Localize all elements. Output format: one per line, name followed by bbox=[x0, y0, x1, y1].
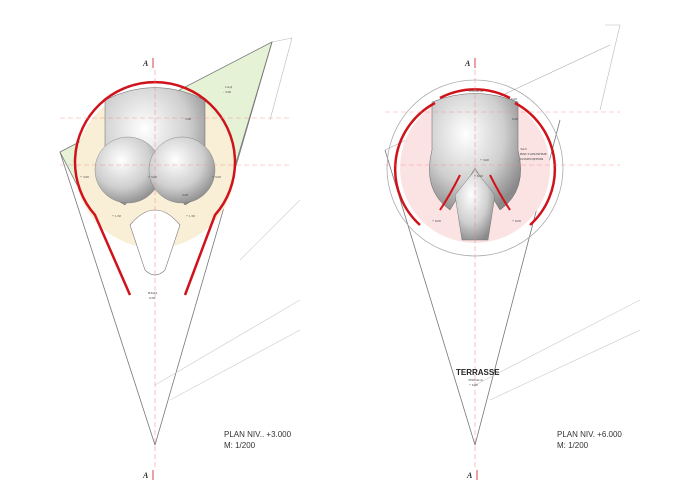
level-label: + 3.00 bbox=[212, 175, 221, 179]
terrace-sub-label: ТЕРРАСА bbox=[468, 378, 483, 382]
section-marker-bottom-left: A bbox=[142, 471, 149, 480]
level-label: + 1.50 bbox=[186, 214, 195, 218]
zone-label: ПОМЕЩЕНИЯ bbox=[520, 157, 544, 161]
entrance-label: ВХОД bbox=[148, 291, 158, 295]
section-marker-bottom-right: A bbox=[466, 471, 473, 480]
plan-scale-left: M: 1/200 bbox=[224, 441, 256, 450]
level-label: + 6.00 bbox=[508, 97, 517, 101]
left-plan: A A САД - 3.00 3.00 + 3.00 + 3.00 + 3.00… bbox=[59, 37, 301, 480]
level-label: + 6.00 bbox=[432, 219, 441, 223]
level-label: + 6.00 bbox=[474, 174, 483, 178]
level-label: + 3.00 bbox=[480, 158, 489, 162]
level-label: 3.00 bbox=[182, 193, 188, 197]
section-marker-top-right: A bbox=[464, 59, 471, 68]
level-label: + 3.00 bbox=[148, 175, 157, 179]
level-label: + 6.00 bbox=[512, 219, 521, 223]
garden-level: - 3.00 bbox=[223, 90, 231, 94]
plan-title-left: PLAN NIV.. +3.000 bbox=[224, 430, 292, 439]
terrace-top-label: ТЕРРАСА bbox=[468, 89, 483, 93]
zone-label: ВЫСТАВОЧНЫЕ bbox=[520, 152, 547, 156]
plan-title-right: PLAN NIV. +6.000 bbox=[557, 430, 622, 439]
zone-label: ЗАЛ bbox=[520, 147, 527, 151]
terrace-level: + 6.00 bbox=[469, 383, 478, 387]
garden-label: САД bbox=[225, 85, 233, 89]
terrace-label: TERRASSE bbox=[456, 368, 500, 377]
plan-scale-right: M: 1/200 bbox=[557, 441, 589, 450]
level-label: + 3.00 bbox=[80, 175, 89, 179]
right-plan: A A ТЕРРАСА + 6.00 6.00 ЗАЛ ВЫСТАВОЧНЫЕ … bbox=[384, 24, 641, 480]
level-label: + 1.50 bbox=[112, 214, 121, 218]
level-label: 3.00 bbox=[185, 117, 191, 121]
section-marker-top-left: A bbox=[142, 59, 149, 68]
level-label: 6.00 bbox=[512, 117, 518, 121]
entrance-level: 0.00 bbox=[149, 296, 155, 300]
